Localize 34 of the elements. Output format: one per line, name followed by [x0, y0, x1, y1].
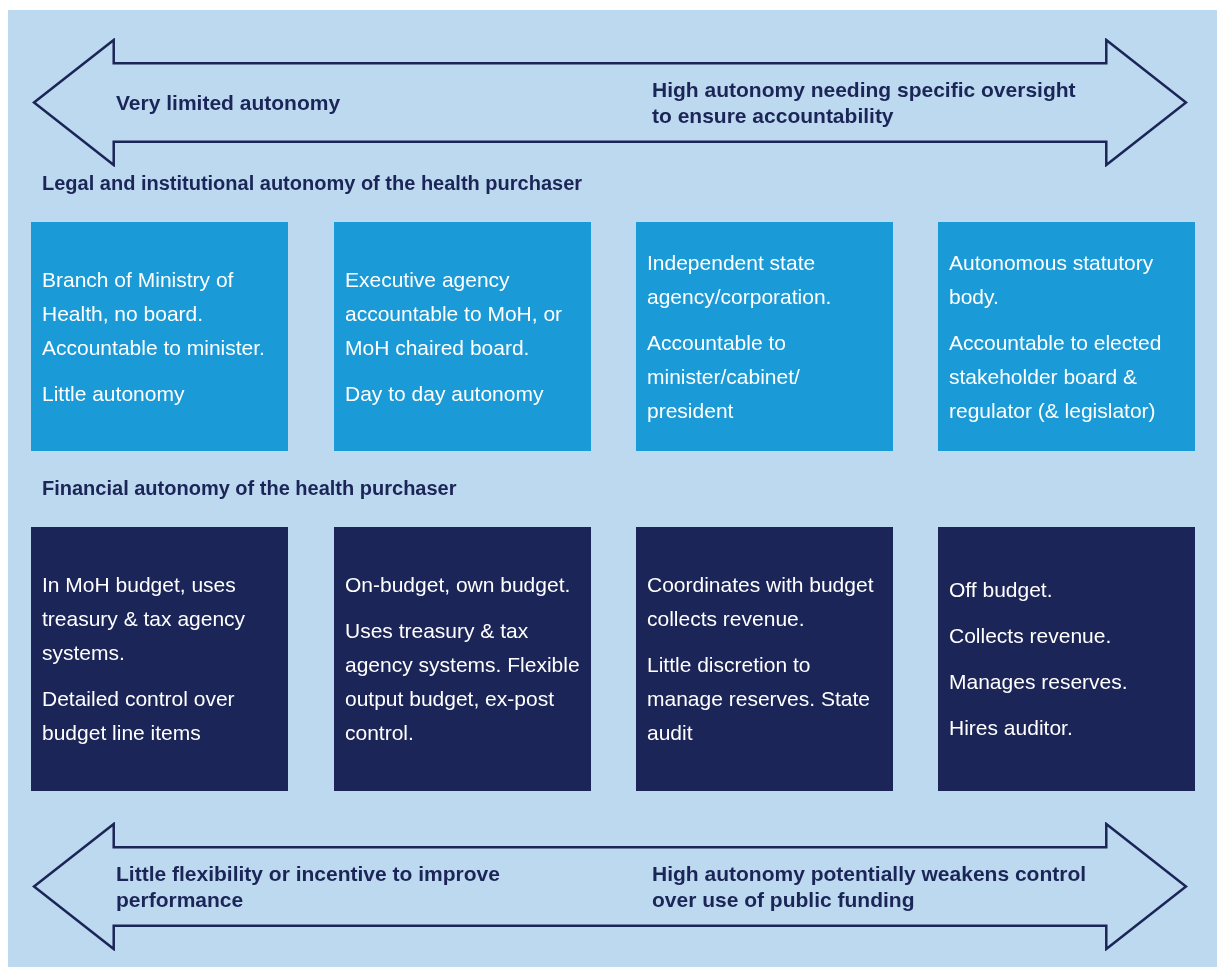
text-box: [31, 527, 288, 791]
box-text: Executive agency accountable to MoH, or MoH chaired board.: [345, 266, 564, 361]
section-heading: Financial autonomy of the health purchaser: [42, 477, 457, 500]
box-text: Independent state agency/corporation.: [647, 249, 833, 310]
box-text: Uses treasury & tax agency systems. Flexible output budget, ex-post control.: [345, 618, 581, 746]
text-box: [334, 527, 591, 791]
box-text: Little discretion to manage reserves. State audit: [647, 652, 871, 746]
double-arrow: [32, 38, 1188, 167]
section-heading: Legal and institutional autonomy of the health purchaser: [42, 172, 583, 195]
text-box: [31, 222, 288, 451]
box-text: Accountable to minister/cabinet/ president: [647, 329, 801, 424]
box-text: Hires auditor.: [949, 715, 1074, 741]
text-box: [938, 222, 1195, 451]
box-text: Collects revenue.: [949, 623, 1113, 649]
box-text: On-budget, own budget.: [345, 572, 572, 598]
arrow-label: High autonomy potentially weakens control over use of public funding: [652, 860, 1088, 913]
box-text: Off budget.: [949, 577, 1054, 603]
box-text: Autonomous statutory body.: [949, 249, 1155, 310]
box-text: Accountable to elected stakeholder board & regulator (& legislator): [949, 329, 1163, 424]
arrow-label: Little flexibility or incentive to improve performance: [116, 860, 501, 913]
text-box: [334, 222, 591, 451]
box-text: In MoH budget, uses treasury & tax agency systems.: [42, 572, 247, 666]
double-arrow: [32, 822, 1188, 951]
box-text: Coordinates with budget collects revenue.: [647, 572, 875, 632]
arrow-label: Very limited autonomy: [116, 89, 342, 116]
box-text: Day to day autonomy: [345, 380, 545, 407]
arrow-label: High autonomy needing specific oversight to ensure accountability: [652, 76, 1077, 129]
text-box: [636, 527, 893, 791]
text-box: [636, 222, 893, 451]
box-text: Branch of Ministry of Health, no board. Accountable to minister.: [42, 266, 266, 361]
text-box: [938, 527, 1195, 791]
box-text: Little autonomy: [42, 380, 186, 407]
box-text: Detailed control over budget line items: [42, 686, 236, 746]
box-text: Manages reserves.: [949, 669, 1129, 695]
